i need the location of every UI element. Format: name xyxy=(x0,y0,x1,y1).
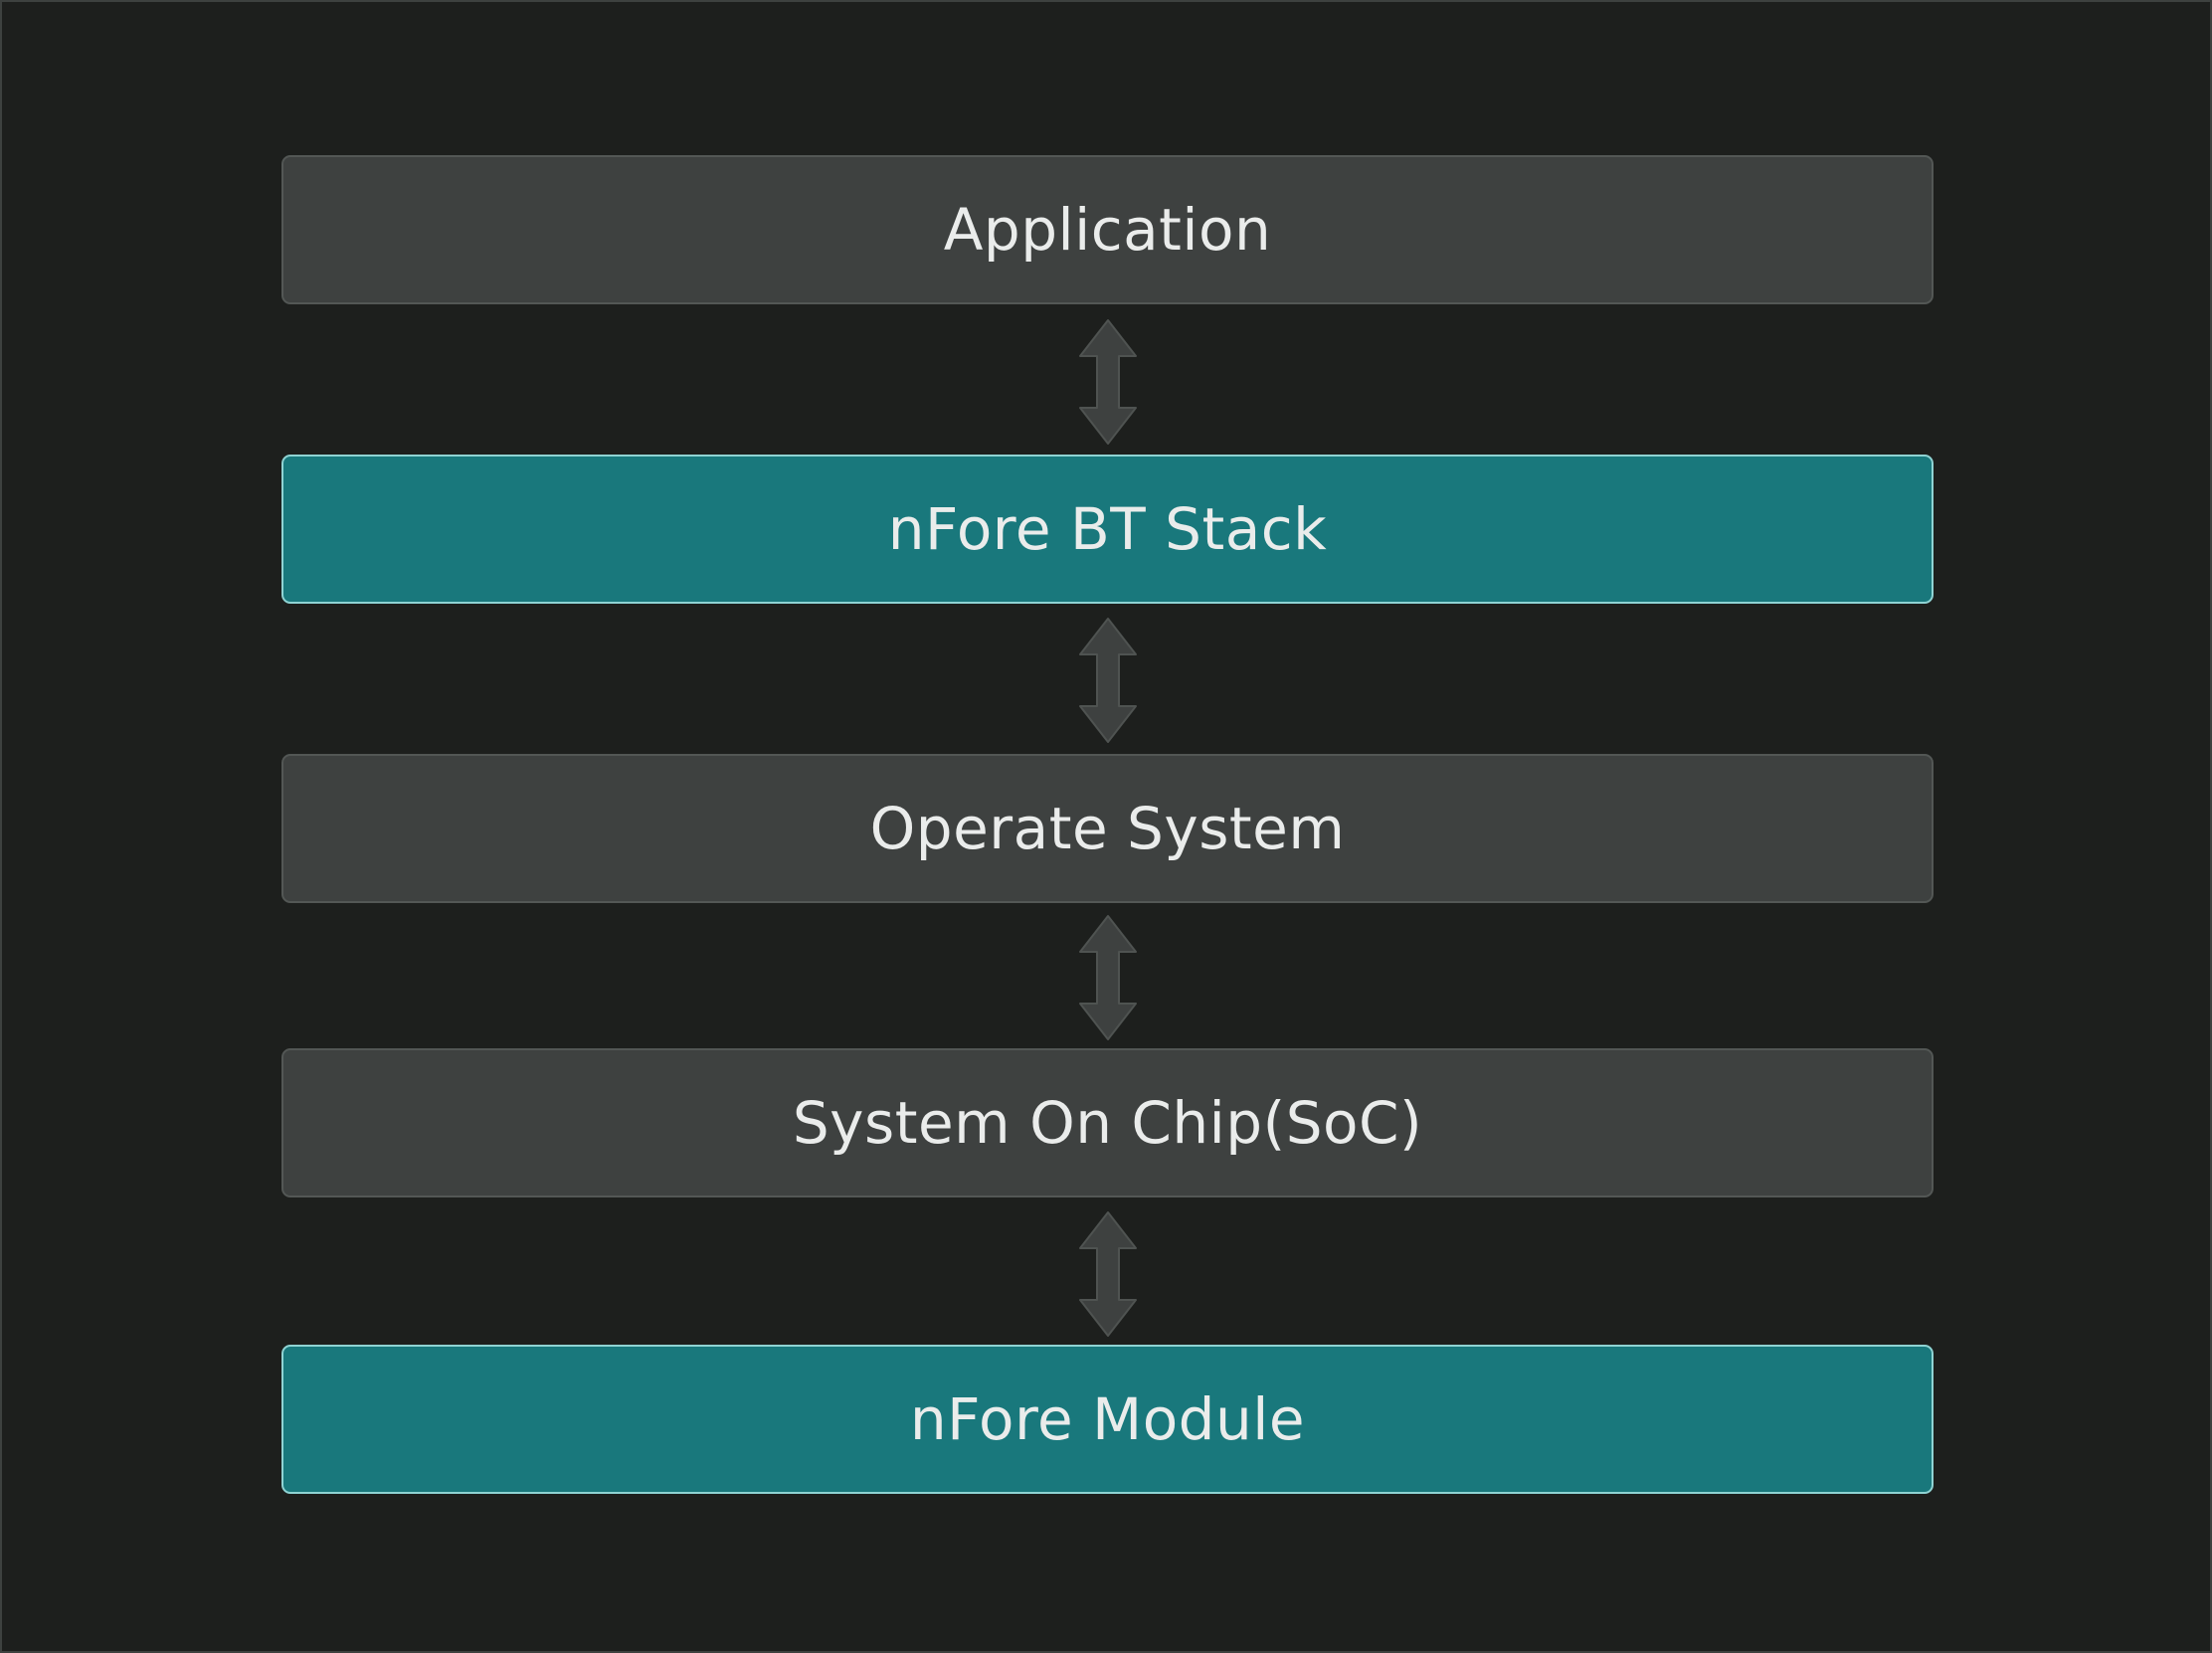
layer-system-on-chip: System On Chip(SoC) xyxy=(281,1048,1934,1197)
layer-application: Application xyxy=(281,155,1934,304)
layer-system-on-chip-label: System On Chip(SoC) xyxy=(792,1089,1423,1157)
layer-operate-system-label: Operate System xyxy=(869,795,1346,862)
double-arrow-icon xyxy=(1079,618,1137,743)
double-arrow-icon xyxy=(1079,915,1137,1040)
layer-nfore-bt-stack: nFore BT Stack xyxy=(281,455,1934,604)
double-arrow-icon xyxy=(1079,1211,1137,1337)
double-arrow-icon xyxy=(1079,319,1137,445)
layer-nfore-module-label: nFore Module xyxy=(909,1385,1306,1453)
layer-nfore-bt-stack-label: nFore BT Stack xyxy=(887,495,1328,563)
layer-application-label: Application xyxy=(943,196,1272,264)
layer-operate-system: Operate System xyxy=(281,754,1934,903)
layer-nfore-module: nFore Module xyxy=(281,1345,1934,1494)
